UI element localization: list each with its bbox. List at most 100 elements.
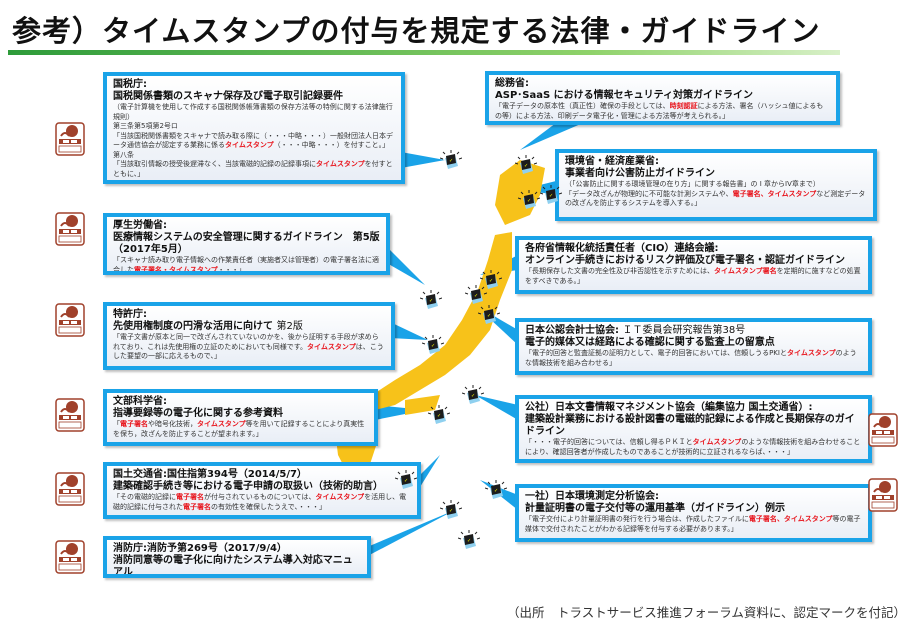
highlight-term: タイムスタンプ [692,438,742,446]
svg-text:✓: ✓ [429,298,433,304]
highlight-term: タイムスタンプ [316,160,365,168]
svg-text:✓: ✓ [489,278,493,284]
quote-segment: 等の電子媒体で交付されたことがわかる記録等を付与する必要があります。」 [525,515,861,533]
guideline-title-text: 先使用権制度の円滑な活用に向けて [113,321,273,332]
quote-segment: 「電子データの原本性（真正性）確保の手段としては、 [495,102,670,110]
quote-segment: 「電子交付により計量証明書の発行を行う場合は、作成したファイルに [525,515,749,523]
quote-text: 「電子署名や暗号化技術，タイムスタンプ等を用いて記録することにより真実性を保ち，… [113,420,368,439]
highlight-term: 電子署名、タイムスタンプ [748,515,833,523]
quote-text: 「スキャナ読み取り電子情報への作業責任者（実施者又は管理者）の電子署名法に適合し… [113,256,380,274]
guideline-title: 建築確認手続き等における電子申請の取扱い（技術的助言） [113,481,411,493]
highlight-term: 電子署名 [183,502,211,511]
quote-text: 「電子文書が原本と同一で改ざんされていないのかを、後から証明する手段が求められて… [113,333,385,362]
quote-segment: （電子計算機を使用して作成する国税関係帳簿書類の保存方法等の特例に関する法律施行… [113,103,393,121]
quote-segment: が付与されているものについては、 [204,493,316,501]
guideline-title-text: 電子的媒体又は経路による確認に関する監査上の留意点 [525,337,775,348]
japan-shape [335,160,545,478]
timestamp-server-icon: ✓ [457,530,481,552]
organization: 厚生労働省: [113,220,380,232]
guideline-box-moe-meti: 環境省・経済産業省:事業者向け公害防止ガイドライン（「公害防止に関する環境管理の… [555,149,877,221]
quote-segment: 「当該国税関係書類をスキャナで読み取る際に（・・・中略・・・）一般財団法人日本デ… [113,131,393,150]
guideline-title: ASP･SaaS における情報セキュリティ対策ガイドライン [495,90,830,102]
guideline-title-text: オンライン手続きにおけるリスク評価及び電子署名・認証ガイドライン [525,255,845,266]
guideline-box-cio: 各府省情報化統括責任者（CIO）連絡会議:オンライン手続きにおけるリスク評価及び… [515,236,872,294]
timestamp-server-icon: ✓ [421,335,445,357]
organization: 日本公認会計士協会: ＩＴ委員会研究報告第38号 [525,325,862,337]
guideline-title: 計量証明書の電子交付等の運用基準（ガイドライン）例示 [525,503,862,515]
guideline-title-text: 建築設計業務における設計図書の電磁的記録による作成と長期保存のガイドライン [525,414,855,437]
highlight-term: 電子署名・タイムスタンプ [134,265,218,274]
highlight-term: 電子署名 [120,420,148,428]
quote-segment: 「スキャナ読み取り電子情報への作業責任者（実施者又は管理者）の電子署名法に適合し… [113,256,379,274]
guideline-title: 消防同意等の電子化に向けたシステム導入対応マニュアル [113,555,361,578]
organization-name: 厚生労働省: [113,220,167,231]
timestamp-server-icon: ✓ [517,190,541,212]
svg-text:✓: ✓ [431,343,435,349]
quote-text: （「公害防止に関する環境管理の在り方」に関する報告書」の I 章からIV章まで）… [565,180,867,209]
organization-name: 一社）日本環境測定分析協会: [525,491,659,502]
guideline-title-text: 消防同意等の電子化に向けたシステム導入対応マニュアル [113,555,353,578]
timestamp-server-icon: ✓ [539,185,563,207]
timestamp-server-icon: ✓ [394,470,418,492]
quote-text: 「長期保存した文書の完全性及び非否認性を示すためには、タイムスタンプ署名を定期的… [525,267,862,286]
svg-text:✓: ✓ [474,293,478,299]
highlight-term: タイムスタンプ [315,493,365,501]
organization-note: ＩＴ委員会研究報告第38号 [622,325,746,336]
quote-segment: 「電子的回答と監査証拠の証明力として、電子的回答においては、信頼しうるPKIと [525,349,787,357]
guideline-title-text: 計量証明書の電子交付等の運用基準（ガイドライン）例示 [525,503,785,514]
svg-text:✓: ✓ [449,508,453,514]
timestamp-server-icon: ✓ [419,290,443,312]
timestamp-server-icon: ✓ [439,500,463,522]
svg-text:✓: ✓ [494,488,498,494]
guideline-title-text: ASP･SaaS における情報セキュリティ対策ガイドライン [495,90,754,101]
guideline-title-text: 事業者向け公害防止ガイドライン [565,168,715,179]
organization-name: 公社）日本文書情報マネジメント協会（編集協力 国土交通省）: [525,402,813,413]
certification-mark-icon [55,122,85,156]
guideline-box-jpo: 特許庁:先使用権制度の円滑な活用に向けて 第2版「電子文書が原本と同一で改ざんさ… [103,302,395,370]
quote-segment: の有効性を確保したうえで、・・・」 [211,502,327,511]
svg-text:✓: ✓ [404,478,408,484]
quote-text: 「電子交付により計量証明書の発行を行う場合は、作成したファイルに電子署名、タイム… [525,515,862,534]
organization: 公社）日本文書情報マネジメント協会（編集協力 国土交通省）: [525,402,862,414]
guideline-box-jicpa: 日本公認会計士協会: ＩＴ委員会研究報告第38号電子的媒体又は経路による確認に関… [515,318,872,375]
guideline-title-text: 国税関係書類のスキャナ保存及び電子取引記録要件 [113,91,343,102]
timestamp-server-icon: ✓ [461,385,485,407]
highlight-term: 時刻認証 [669,102,698,110]
organization: 文部科学省: [113,396,368,408]
organization-name: 日本公認会計士協会: [525,325,619,336]
svg-text:✓: ✓ [437,413,441,419]
quote-segment: や暗号化技術， [148,420,197,428]
quote-text: 「その電磁的記録に電子署名が付与されているものについては、タイムスタンプを活用し… [113,493,411,512]
guideline-title: オンライン手続きにおけるリスク評価及び電子署名・認証ガイドライン [525,255,862,267]
quote-text: （電子計算機を使用して作成する国税関係帳簿書類の保存方法等の特例に関する法律施行… [113,103,395,179]
guideline-box-jiim: 公社）日本文書情報マネジメント協会（編集協力 国土交通省）:建築設計業務における… [515,395,872,463]
guideline-title: 電子的媒体又は経路による確認に関する監査上の留意点 [525,337,862,349]
organization: 消防庁:消防予第269号（2017/9/4） [113,543,361,555]
source-note: （出所 トラストサービス推進フォーラム資料に、認定マークを付記） [506,605,906,620]
highlight-term: タイムスタンプ [225,141,274,149]
quote-segment: を付すとともに、」 [113,160,393,178]
certification-mark-icon [55,212,85,246]
timestamp-server-icon: ✓ [464,285,488,307]
guideline-box-mic: 総務省:ASP･SaaS における情報セキュリティ対策ガイドライン「電子データの… [485,71,840,125]
svg-text:✓: ✓ [449,158,453,164]
svg-text:✓: ✓ [549,193,553,199]
guideline-title-text: 指導要録等の電子化に関する参考資料 [113,408,283,419]
organization: 国土交通省:国住指第394号（2014/5/7） [113,469,411,481]
organization-name: 環境省・経済産業省: [565,156,659,167]
quote-segment: を定期的に施すなどの処置をすべきである。」 [525,267,861,285]
svg-text:✓: ✓ [467,538,471,544]
organization: 国税庁: [113,79,395,91]
organization-name: 総務省: [495,78,529,89]
quote-segment: 「・・・電子的回答については、信頼し得るＰＫＩと [525,438,693,446]
quote-segment: （・・・中略・・・）を付すこと。」 [273,141,390,149]
certification-mark-icon [55,472,85,506]
timestamp-server-icon: ✓ [477,305,501,327]
organization: 特許庁: [113,309,385,321]
highlight-term: タイムスタンプ [786,349,836,357]
timestamp-server-icon: ✓ [484,480,508,502]
quote-segment: を活用し、電磁的記録に付与された [113,493,407,511]
page-title: 参考）タイムスタンプの付与を規定する法律・ガイドライン [12,14,821,48]
organization-name: 国土交通省:国住指第394号（2014/5/7） [113,469,307,480]
